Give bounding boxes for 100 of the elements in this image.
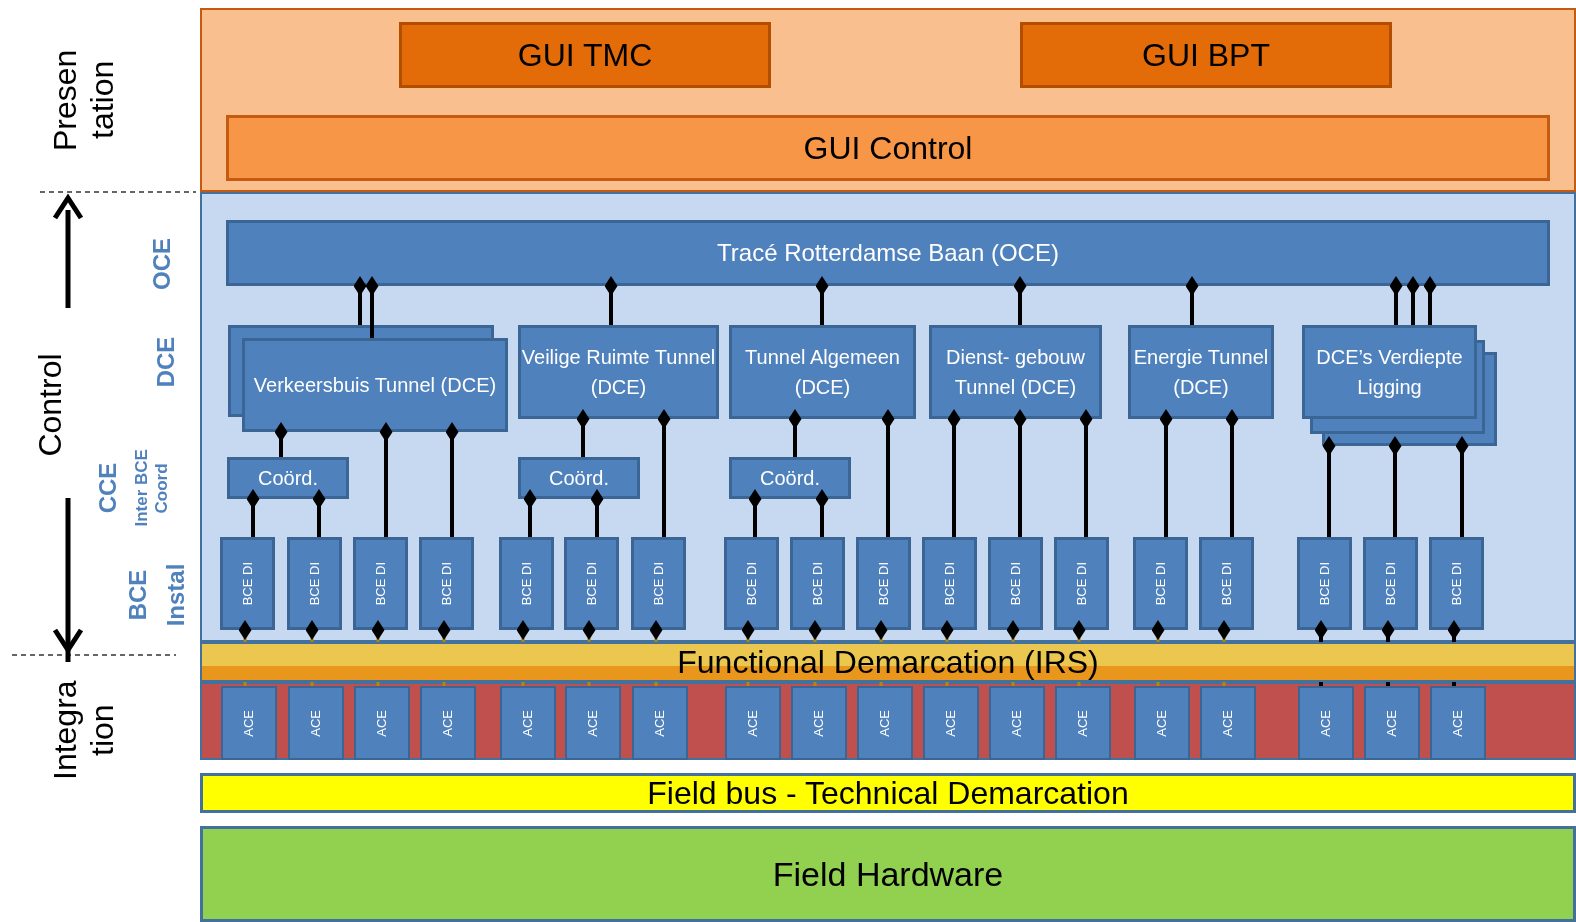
connector-line [1011,682,1015,686]
connector-line [813,682,817,686]
connector-line [874,623,888,642]
connector-line [741,623,755,642]
process-box [1298,686,1354,760]
process-box [1128,325,1274,419]
node-label: BCE DI [238,561,256,606]
process-box [399,22,771,88]
process-box [1297,537,1352,630]
connector-line [305,623,319,642]
node-label: ACE [1153,709,1171,737]
process-box [923,686,979,760]
node-label: BCE DI [1072,561,1090,606]
process-box [989,686,1045,760]
axis-label: CCE [94,462,122,514]
node-label: Coörd. [549,466,609,491]
process-box [791,686,847,760]
connector-line [815,279,829,325]
connector-line [1013,279,1027,325]
connector-line [238,623,252,642]
connector-line [523,492,537,537]
process-box [354,686,410,760]
connector-line [312,492,326,537]
node-label: BCE DI [305,561,323,606]
connector-line [310,682,314,686]
process-box [518,457,640,499]
node-label: Verkeersbuis Tunnel (DCE) [253,373,497,398]
node-label: GUI TMC [517,36,653,75]
connector-line [246,492,260,537]
process-box [856,537,911,630]
node-label: ACE [1074,709,1092,737]
process-box [565,686,621,760]
node-label: BCE DI [940,561,958,606]
connector-line [353,279,367,325]
stacked-process-box [228,325,508,432]
axis-label: OCE [148,238,176,290]
node-label: ACE [307,709,325,737]
node-label: GUI BPT [1142,36,1270,75]
connector-line [379,425,393,537]
process-box [1134,686,1190,760]
connector-line [815,492,829,537]
node-label: ACE [651,709,669,737]
connector-line [274,425,288,457]
process-box [1133,537,1188,630]
process-box [1364,686,1420,760]
connector-line [516,623,530,642]
process-box [1020,22,1392,88]
connector-line [654,682,658,686]
process-box [227,457,349,499]
connector-line [947,412,961,537]
node-label: Coörd. [760,466,820,491]
axis-label: Presen tation [47,48,121,153]
node-label: BCE DI [1315,561,1333,606]
node-label: ACE [810,709,828,737]
node-label: GUI Control [803,129,973,168]
connector-line [445,425,459,537]
connector-line [649,623,663,642]
node-label: Energie Tunnel (DCE) [1132,345,1270,400]
connector-line [881,412,895,537]
process-box [353,537,408,630]
layer-band [200,682,1576,760]
connector-line [376,682,380,686]
process-box [419,537,474,630]
connector-line [788,412,802,457]
node-label: BCE DI [1381,561,1399,606]
connector-line [243,682,247,686]
node-label: ACE [240,709,258,737]
node-label: Coörd. [258,466,318,491]
process-box [1055,686,1111,760]
connector-line [1151,623,1165,642]
process-box [790,537,845,630]
node-label: BCE DI [582,561,600,606]
node-label: ACE [1008,709,1026,737]
node-label: BCE DI [649,561,667,606]
axis-label: Integra tion [47,679,121,782]
connector-line [1423,279,1437,325]
node-label: BCE DI [808,561,826,606]
connector-line [940,623,954,642]
process-box [500,686,556,760]
connector-line [1159,412,1173,537]
connector-line [1079,412,1093,537]
connector-line [1013,412,1027,537]
process-box [857,686,913,760]
connector-line [808,623,822,642]
node-label: BCE DI [742,561,760,606]
process-box [221,686,277,760]
connector-line [1455,439,1469,537]
node-label: BCE DI [517,561,535,606]
connector-line [576,412,590,457]
connector-line [879,682,883,686]
connector-line [1388,439,1402,537]
connector-line [746,682,750,686]
connector-line [1406,279,1420,325]
process-box [287,537,342,630]
process-box [220,537,275,630]
process-box [1429,537,1484,630]
node-label: ACE [1449,709,1467,737]
node-label: BCE DI [1151,561,1169,606]
hardware-band [200,826,1576,922]
connector-line [1386,682,1390,686]
